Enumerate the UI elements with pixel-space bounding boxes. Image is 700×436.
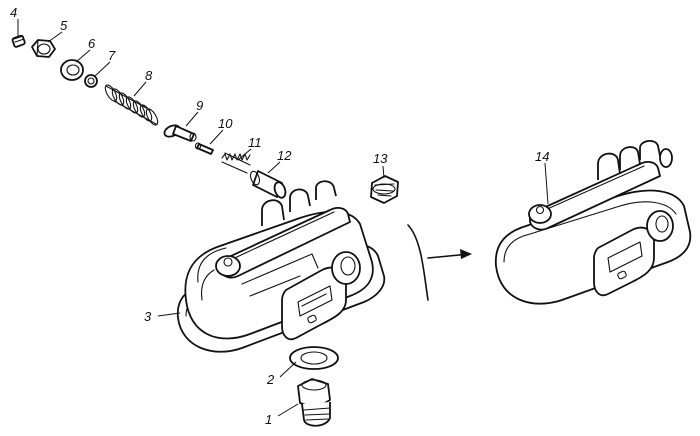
part-3-housing <box>176 180 386 353</box>
part-12-sleeve <box>249 170 287 199</box>
label-part-5: 5 <box>60 18 68 33</box>
part-labels: 4 5 6 7 8 9 10 11 12 13 3 2 1 14 <box>10 5 549 427</box>
part-13-plug <box>370 175 399 204</box>
part-5-nut <box>31 39 56 58</box>
label-part-7: 7 <box>108 48 116 63</box>
part-9-piston <box>163 124 197 142</box>
leader-lines <box>17 19 549 417</box>
part-11-small-spring <box>221 152 251 174</box>
label-part-3: 3 <box>144 309 152 324</box>
part-7-ring <box>84 74 98 88</box>
label-part-12: 12 <box>277 148 292 163</box>
label-part-13: 13 <box>373 151 388 166</box>
part-8-spring <box>104 84 159 126</box>
part-1-fitting <box>297 378 331 427</box>
label-part-2: 2 <box>266 372 275 387</box>
transition-arrow <box>407 224 472 301</box>
part-14-assembled-housing <box>494 140 692 305</box>
label-part-1: 1 <box>265 412 272 427</box>
label-part-11: 11 <box>248 135 262 150</box>
part-10-pin <box>194 142 214 155</box>
part-4-screw <box>11 34 26 48</box>
label-part-8: 8 <box>145 68 153 83</box>
label-part-10: 10 <box>218 116 233 131</box>
label-part-14: 14 <box>535 149 549 164</box>
label-part-9: 9 <box>196 98 203 113</box>
part-2-gasket <box>289 346 339 370</box>
label-part-4: 4 <box>10 5 17 20</box>
part-6-washer <box>60 59 84 81</box>
label-part-6: 6 <box>88 36 96 51</box>
